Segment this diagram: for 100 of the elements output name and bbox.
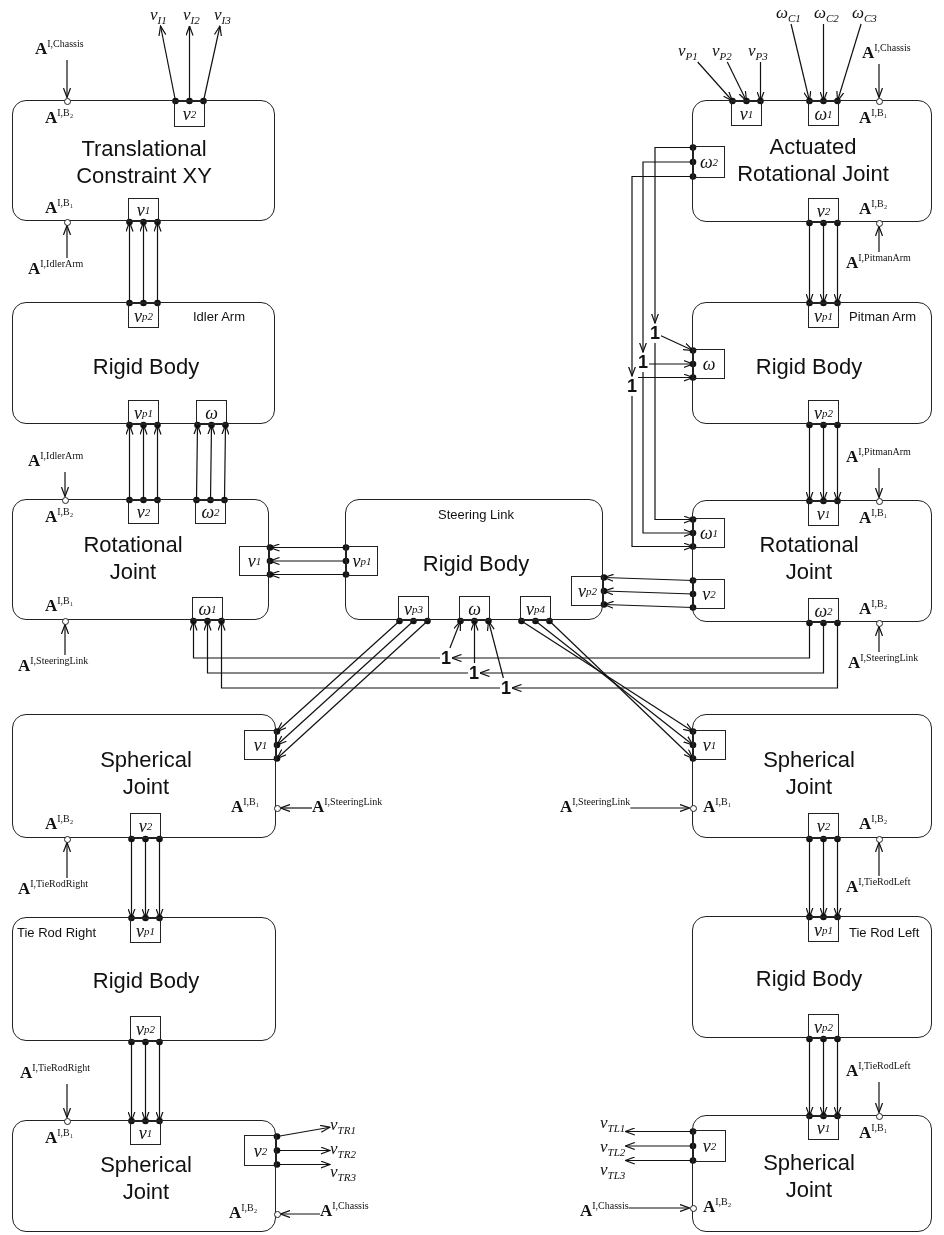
- port-box: ω: [693, 349, 725, 379]
- symbol-label: A$^{I,TieRodLeft}$: [846, 876, 911, 898]
- arrow: [874, 467, 884, 499]
- symbol-label: A$^{I,SteeringLink}$: [18, 655, 89, 677]
- port-box: ω: [196, 400, 227, 425]
- arrow: [62, 1083, 72, 1119]
- symbol-label: A$^{I,TieRodRight}$: [18, 878, 88, 900]
- symbol-label: A$^{I,B₂}$: [703, 1196, 732, 1218]
- arrow: [726, 61, 748, 102]
- symbol-label: A$^{I,B₁}$: [45, 1127, 74, 1149]
- port-circle: [63, 218, 71, 226]
- symbol-label: A$^{I,Chassis}$: [320, 1200, 369, 1222]
- port-circle: [61, 617, 69, 625]
- symbol-label: A$^{I,B₂}$: [45, 813, 74, 835]
- symbol-label: A$^{I,B₁}$: [859, 507, 888, 529]
- port-circle: [875, 1112, 883, 1120]
- arrow: [279, 803, 313, 813]
- symbol-label: A$^{I,B₂}$: [859, 198, 888, 220]
- port-circle: [875, 835, 883, 843]
- block-subtitle: Tie Rod Right: [17, 925, 96, 941]
- gain-label: 1: [626, 376, 638, 396]
- block-title: Spherical Joint: [99, 1151, 193, 1205]
- block-subtitle: Pitman Arm: [849, 309, 917, 325]
- block-title: Spherical Joint: [762, 1149, 856, 1203]
- arrow: [874, 63, 884, 99]
- arrow: [874, 1081, 884, 1114]
- symbol-label: A$^{I,PitmanArm}$: [846, 252, 911, 274]
- symbol-label: A$^{I,TieRodRight}$: [20, 1062, 90, 1084]
- symbol-label: A$^{I,TieRodLeft}$: [846, 1060, 911, 1082]
- symbol-label: A$^{I,B₂}$: [859, 598, 888, 620]
- gain-label: 1: [440, 648, 452, 668]
- port-circle: [689, 1204, 697, 1212]
- arrow: [60, 471, 70, 498]
- symbol-label: v$_{P3}$: [748, 40, 768, 62]
- symbol-label: v$_{TR3}$: [330, 1161, 356, 1183]
- port-circle: [875, 97, 883, 105]
- model-block: [692, 1115, 932, 1232]
- model-block: [345, 499, 603, 620]
- symbol-label: A$^{I,Chassis}$: [35, 38, 84, 60]
- symbol-label: A$^{I,B₁}$: [859, 107, 888, 129]
- symbol-label: A$^{I,Chassis}$: [580, 1200, 629, 1222]
- port-circle: [61, 496, 69, 504]
- arrow: [629, 803, 691, 813]
- block-subtitle: Tie Rod Left: [849, 925, 920, 941]
- block-title: Rotational Joint: [758, 531, 860, 585]
- arrow: [62, 224, 72, 259]
- symbol-label: v$_{P2}$: [712, 40, 732, 62]
- symbol-label: A$^{I,B₂}$: [45, 107, 74, 129]
- symbol-label: v$_{TL3}$: [600, 1159, 626, 1181]
- symbol-label: A$^{I,IdlerArm}$: [28, 258, 84, 280]
- symbol-label: A$^{I,B₁}$: [703, 796, 732, 818]
- symbol-label: v$_{TR2}$: [330, 1138, 356, 1160]
- port-circle: [875, 497, 883, 505]
- symbol-label: v$_{I2}$: [183, 4, 200, 26]
- symbol-label: v$_{I1}$: [150, 4, 167, 26]
- arrow: [60, 623, 70, 656]
- symbol-label: A$^{I,B₂}$: [229, 1202, 258, 1224]
- port-circle: [689, 804, 697, 812]
- model-block: [12, 917, 276, 1041]
- symbol-label: A$^{I,SteeringLink}$: [312, 796, 383, 818]
- gain-label: 1: [468, 663, 480, 683]
- symbol-label: v$_{P1}$: [678, 40, 698, 62]
- model-block: [12, 302, 275, 424]
- symbol-label: ω$_{C1}$: [776, 2, 801, 24]
- symbol-label: v$_{TL2}$: [600, 1136, 626, 1158]
- model-block: [692, 916, 932, 1038]
- symbol-label: A$^{I,SteeringLink}$: [560, 796, 631, 818]
- port-circle: [273, 1210, 281, 1218]
- block-title: Spherical Joint: [99, 746, 193, 800]
- block-title: Rigid Body: [754, 353, 864, 380]
- arrow: [697, 61, 734, 102]
- symbol-label: v$_{TR1}$: [330, 1114, 356, 1136]
- arrow: [660, 335, 694, 352]
- port-circle: [63, 97, 71, 105]
- symbol-label: A$^{I,SteeringLink}$: [848, 652, 919, 674]
- arrow: [279, 1209, 321, 1219]
- arrow: [449, 620, 462, 649]
- arrow: [628, 1203, 691, 1213]
- port-circle: [875, 619, 883, 627]
- arrow: [874, 225, 884, 253]
- block-subtitle: Steering Link: [437, 507, 515, 523]
- port-circle: [63, 1117, 71, 1125]
- symbol-label: A$^{I,B₁}$: [45, 595, 74, 617]
- symbol-label: A$^{I,B₁}$: [231, 796, 260, 818]
- arrow: [874, 841, 884, 877]
- port-circle: [63, 835, 71, 843]
- port-box: ω: [459, 596, 490, 621]
- symbol-label: A$^{I,B₂}$: [859, 813, 888, 835]
- gain-label: 1: [637, 352, 649, 372]
- symbol-label: ω$_{C2}$: [814, 2, 839, 24]
- symbol-label: A$^{I,B₂}$: [45, 506, 74, 528]
- block-title: Rigid Body: [91, 353, 201, 380]
- block-title: Spherical Joint: [762, 746, 856, 800]
- arrow: [62, 841, 72, 879]
- arrow: [62, 59, 72, 99]
- model-block: [692, 302, 932, 424]
- block-title: Actuated Rotational Joint: [736, 133, 890, 187]
- block-title: Translational Constraint XY: [75, 135, 213, 189]
- symbol-label: v$_{I3}$: [214, 4, 231, 26]
- symbol-label: A$^{I,B₁}$: [45, 197, 74, 219]
